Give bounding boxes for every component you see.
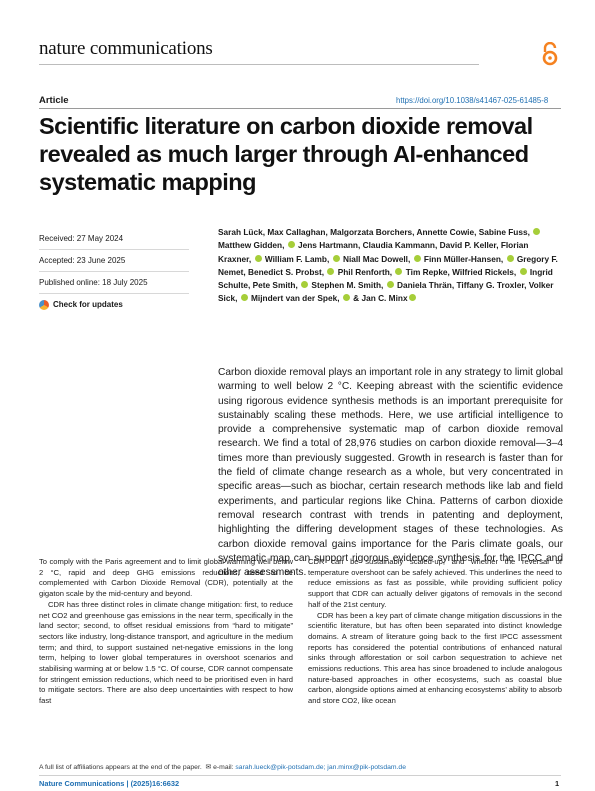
article-title: Scientific literature on carbon dioxide …: [39, 113, 533, 195]
author[interactable]: Tim Repke: [406, 267, 452, 277]
doi-link[interactable]: https://doi.org/10.1038/s41467-025-61485…: [396, 96, 549, 105]
orcid-icon[interactable]: [506, 254, 514, 262]
email-links[interactable]: sarah.lueck@pik-potsdam.de; jan.minx@pik…: [235, 764, 406, 771]
journal-name[interactable]: nature communications: [39, 38, 213, 59]
paragraph: To comply with the Paris agreement and t…: [39, 557, 293, 599]
author[interactable]: William F. Lamb: [265, 254, 332, 264]
author[interactable]: Daniela Thrän: [397, 280, 457, 290]
orcid-icon[interactable]: [342, 294, 350, 302]
author[interactable]: Matthew Gidden: [218, 240, 287, 250]
author[interactable]: Max Callaghan: [267, 227, 330, 237]
open-access-icon: [542, 42, 558, 66]
title-divider: [39, 108, 561, 109]
author[interactable]: Jan C. Minx: [361, 293, 408, 304]
orcid-icon[interactable]: [301, 281, 309, 289]
orcid-icon[interactable]: [533, 228, 541, 235]
footer-citation[interactable]: Nature Communications | (2025)16:6632: [39, 779, 180, 788]
orcid-icon[interactable]: [327, 267, 335, 275]
paragraph: CDR has three distinct roles in climate …: [39, 599, 293, 706]
affiliations-note: A full list of affiliations appears at t…: [39, 764, 202, 771]
article-type: Article: [39, 95, 69, 106]
orcid-icon[interactable]: [332, 254, 340, 262]
orcid-icon[interactable]: [287, 241, 295, 249]
orcid-icon[interactable]: [408, 294, 416, 302]
paragraph: CDR can be sustainably scaled-up, and wh…: [308, 557, 562, 609]
author[interactable]: Finn Müller-Hansen: [424, 254, 506, 264]
orcid-icon[interactable]: [240, 294, 248, 302]
page-number: 1: [555, 779, 560, 788]
author[interactable]: Sarah Lück: [218, 227, 267, 237]
author[interactable]: Claudia Kammann: [363, 240, 440, 250]
author[interactable]: Pete Smith: [253, 280, 301, 290]
check-for-updates-icon: [39, 299, 49, 310]
published-date: Published online: 18 July 2025: [39, 272, 189, 294]
accepted-date: Accepted: 23 June 2025: [39, 250, 189, 272]
abstract: Carbon dioxide removal plays an importan…: [218, 367, 563, 579]
article-dates: Received: 27 May 2024 Accepted: 23 June …: [39, 228, 189, 315]
author[interactable]: Mijndert van der Spek: [251, 293, 342, 303]
orcid-icon[interactable]: [254, 254, 262, 262]
author[interactable]: Wilfried Rickels: [452, 267, 518, 277]
body-column-left: To comply with the Paris agreement and t…: [39, 557, 293, 707]
author[interactable]: David P. Keller: [440, 240, 501, 250]
received-date: Received: 27 May 2024: [39, 228, 189, 250]
check-for-updates-button[interactable]: Check for updates: [39, 294, 189, 315]
author[interactable]: Niall Mac Dowell: [343, 254, 413, 264]
orcid-icon[interactable]: [395, 267, 403, 275]
author[interactable]: Stephen M. Smith: [311, 280, 385, 290]
author[interactable]: Annette Cowie: [416, 227, 478, 237]
body-column-right: CDR can be sustainably scaled-up, and wh…: [308, 557, 562, 707]
header-divider: [39, 64, 479, 65]
author[interactable]: Sabine Fuss: [479, 227, 533, 237]
author[interactable]: Jens Hartmann: [298, 240, 363, 250]
author[interactable]: Phil Renforth: [338, 267, 395, 277]
orcid-icon[interactable]: [519, 267, 527, 275]
author-list: Sarah Lück Max Callaghan Malgorzata Borc…: [218, 226, 563, 306]
footnote: A full list of affiliations appears at t…: [39, 763, 406, 771]
author[interactable]: Malgorzata Borchers: [330, 227, 416, 237]
paragraph: CDR has been a key part of climate chang…: [308, 610, 562, 706]
author[interactable]: Benedict S. Probst: [248, 267, 326, 277]
footer-divider: [39, 775, 561, 776]
email-icon: ✉: [205, 764, 212, 771]
orcid-icon[interactable]: [386, 281, 394, 289]
check-for-updates-label: Check for updates: [53, 300, 123, 309]
author[interactable]: Tiffany G. Troxler: [456, 280, 528, 290]
email-label: e-mail:: [213, 764, 234, 771]
orcid-icon[interactable]: [413, 254, 421, 262]
